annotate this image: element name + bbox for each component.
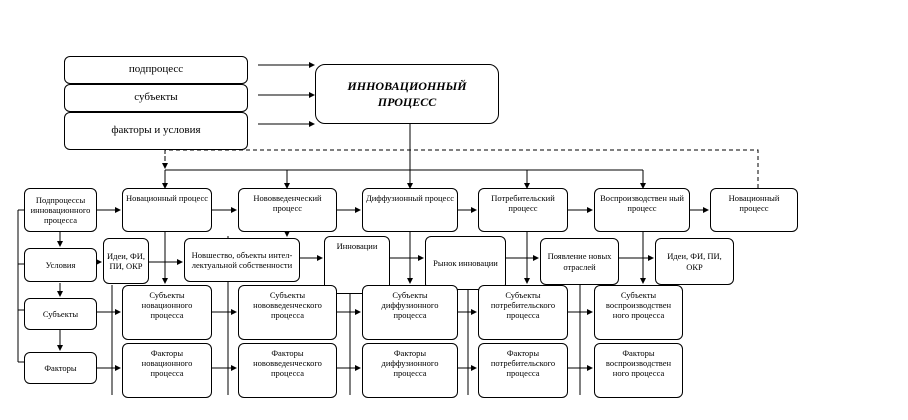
- subjects-box: Субъекты нововведенческого процесса: [238, 285, 337, 340]
- factors-label: Факторы воспроизводствен ного процесса: [605, 348, 672, 379]
- left-conditions-label: Условия: [45, 259, 76, 270]
- input-subjects-label: субъекты: [134, 91, 178, 104]
- condition-box: Появление новых отраслей: [540, 238, 619, 285]
- left-subjects-label: Субъекты: [42, 308, 79, 319]
- factors-label: Факторы потребительского процесса: [490, 348, 556, 379]
- subjects-label: Субъекты потребительского процесса: [490, 290, 556, 321]
- subjects-box: Субъекты новационного процесса: [122, 285, 212, 340]
- left-factors: Факторы: [24, 352, 97, 384]
- condition-box: Идеи, ФИ, ПИ, ОКР: [103, 238, 149, 284]
- main-process: ИННОВАЦИОННЫЙ ПРОЦЕСС: [315, 64, 499, 124]
- condition-label: Идеи, ФИ, ПИ, ОКР: [667, 251, 722, 272]
- subjects-box: Субъекты диффузионного процесса: [362, 285, 458, 340]
- subprocess-label: Новационный процесс: [728, 193, 780, 214]
- condition-box: Инновации: [324, 236, 390, 294]
- condition-box: Новшество, объекты интел-лектуальной соб…: [184, 238, 300, 282]
- input-subjects: субъекты: [64, 84, 248, 112]
- subjects-label: Субъекты нововведенческого процесса: [253, 290, 322, 321]
- factors-label: Факторы нововведенческого процесса: [253, 348, 322, 379]
- factors-box: Факторы потребительского процесса: [478, 343, 568, 398]
- condition-box: Идеи, ФИ, ПИ, ОКР: [655, 238, 734, 285]
- left-subjects: Субъекты: [24, 298, 97, 330]
- input-factors-label: факторы и условия: [111, 124, 201, 137]
- input-subprocess-label: подпроцесс: [128, 63, 184, 76]
- factors-box: Факторы нововведенческого процесса: [238, 343, 337, 398]
- subprocess-label: Нововведенческий процесс: [253, 193, 322, 214]
- subjects-box: Субъекты воспроизводствен ного процесса: [594, 285, 683, 340]
- subprocess-box: Нововведенческий процесс: [238, 188, 337, 232]
- main-process-label: ИННОВАЦИОННЫЙ ПРОЦЕСС: [347, 78, 467, 109]
- subprocess-label: Диффузионный процесс: [365, 193, 455, 203]
- left-factors-label: Факторы: [44, 362, 77, 373]
- subjects-box: Субъекты потребительского процесса: [478, 285, 568, 340]
- condition-label: Появление новых отраслей: [547, 251, 612, 272]
- condition-box: Рынок инновации: [425, 236, 506, 290]
- factors-label: Факторы диффузионного процесса: [381, 348, 439, 379]
- factors-box: Факторы диффузионного процесса: [362, 343, 458, 398]
- subprocess-box: Новационный процесс: [710, 188, 798, 232]
- condition-label: Новшество, объекты интел-лектуальной соб…: [191, 249, 293, 270]
- subprocess-box: Воспроизводствен ный процесс: [594, 188, 690, 232]
- condition-label: Инновации: [336, 241, 378, 251]
- subprocess-label: Воспроизводствен ный процесс: [600, 193, 684, 214]
- left-subprocesses-label: Подпроцессы инновационного процесса: [30, 194, 91, 226]
- condition-label: Идеи, ФИ, ПИ, ОКР: [106, 250, 145, 271]
- subprocess-label: Потребительский процесс: [491, 193, 555, 214]
- left-conditions: Условия: [24, 248, 97, 282]
- subprocess-box: Потребительский процесс: [478, 188, 568, 232]
- factors-box: Факторы воспроизводствен ного процесса: [594, 343, 683, 398]
- subjects-label: Субъекты диффузионного процесса: [381, 290, 439, 321]
- subprocess-label: Новационный процесс: [125, 193, 209, 203]
- left-subprocesses: Подпроцессы инновационного процесса: [24, 188, 97, 232]
- subjects-label: Субъекты новационного процесса: [141, 290, 193, 321]
- input-subprocess: подпроцесс: [64, 56, 248, 84]
- input-factors-conditions: факторы и условия: [64, 112, 248, 150]
- factors-label: Факторы новационного процесса: [141, 348, 193, 379]
- subjects-label: Субъекты воспроизводствен ного процесса: [605, 290, 672, 321]
- subprocess-box: Новационный процесс: [122, 188, 212, 232]
- factors-box: Факторы новационного процесса: [122, 343, 212, 398]
- subprocess-box: Диффузионный процесс: [362, 188, 458, 232]
- condition-label: Рынок инновации: [433, 257, 498, 268]
